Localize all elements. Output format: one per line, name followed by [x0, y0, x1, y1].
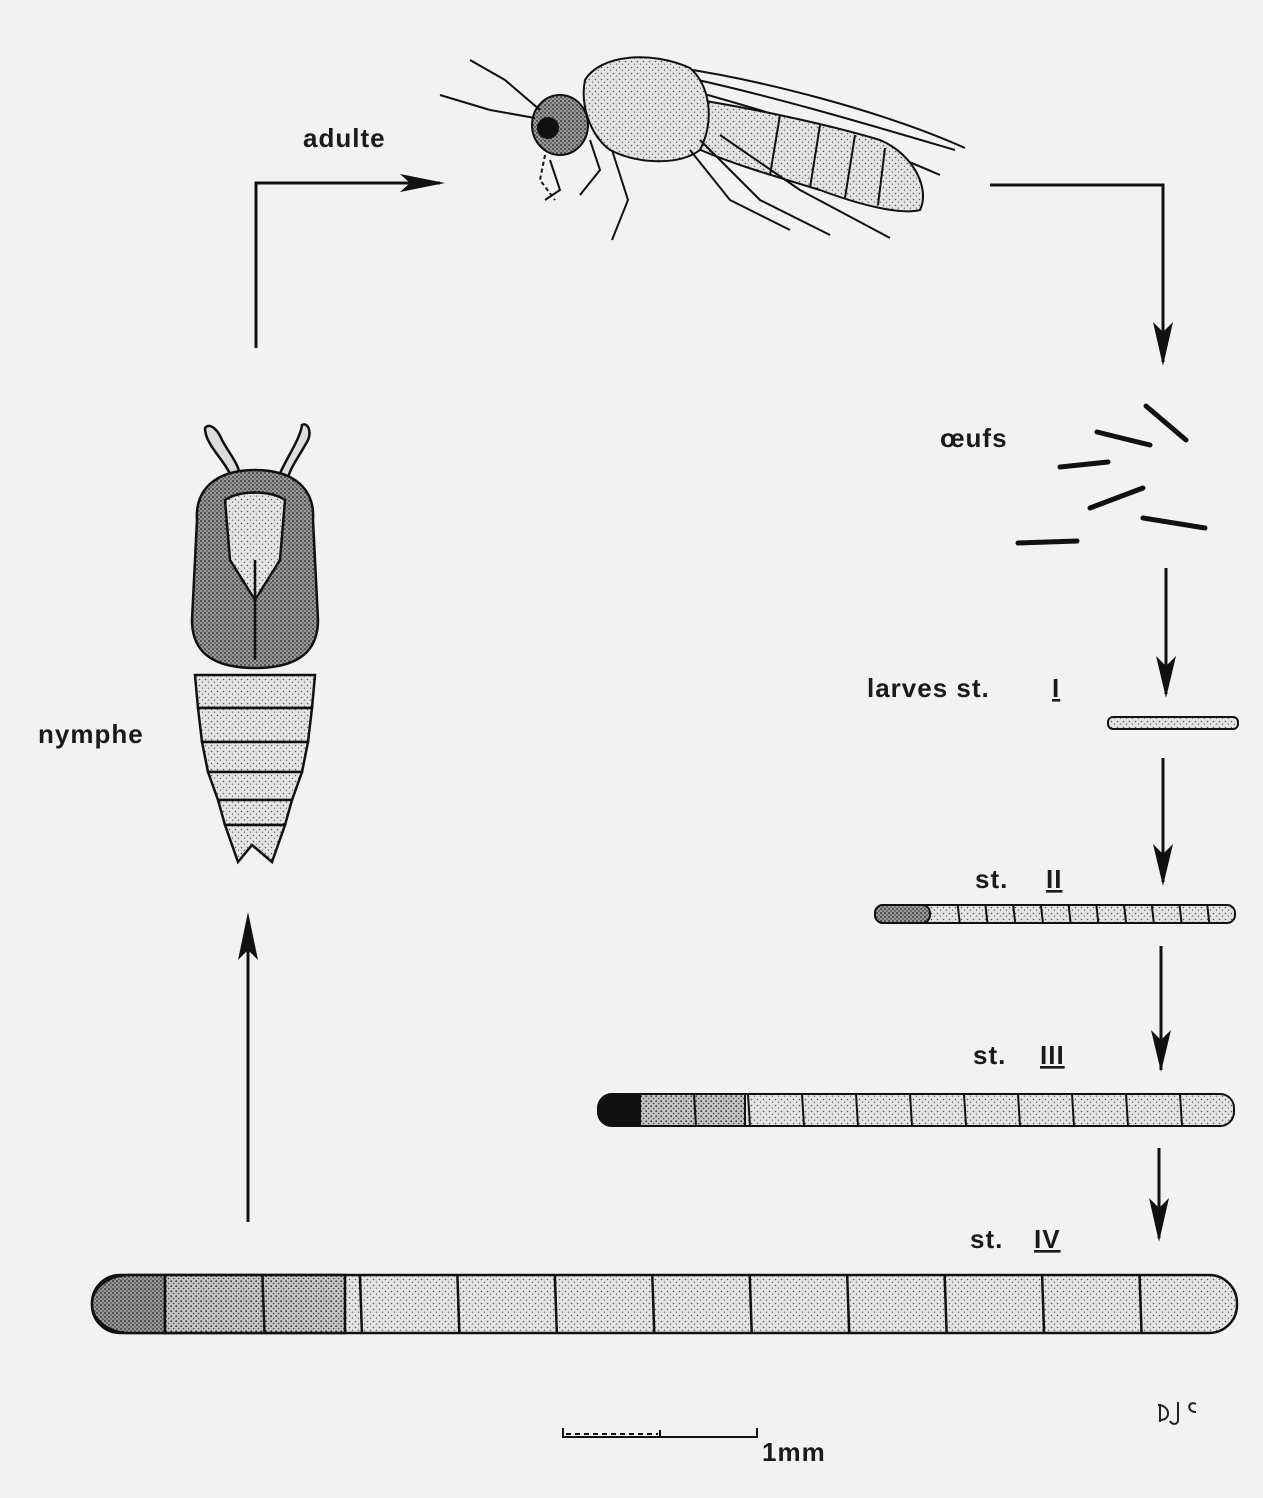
eggs-illustration: [1018, 406, 1205, 543]
adult-midge-illustration: [440, 57, 965, 240]
label-pupa: nymphe: [38, 719, 144, 749]
label-larva-1-prefix: larves st.: [867, 673, 990, 703]
arrow-adult-to-eggs: [990, 185, 1163, 362]
label-eggs: œufs: [940, 423, 1008, 453]
label-larva-3-prefix: st.: [973, 1040, 1006, 1070]
label-larva-4-prefix: st.: [970, 1224, 1003, 1254]
label-larva-3-stage: III: [1040, 1040, 1065, 1070]
label-adult: adulte: [303, 123, 386, 153]
artist-signature: [1158, 1402, 1196, 1424]
larva-stage-1-illustration: [1108, 717, 1238, 729]
labels: adulte œufs larves st. I st. II st. III …: [38, 123, 1065, 1254]
label-larva-2-prefix: st.: [975, 864, 1008, 894]
label-larva-2-stage: II: [1046, 864, 1062, 894]
larva-stage-3-illustration: [598, 1094, 1234, 1126]
label-larva-4-stage: IV: [1034, 1224, 1061, 1254]
label-larva-1-stage: I: [1052, 673, 1060, 703]
cycle-arrows: [238, 174, 1176, 1242]
larva-stage-4-illustration: [92, 1275, 1237, 1333]
arrow-pupa-to-adult: [256, 183, 440, 348]
scale-bar: [563, 1428, 757, 1437]
pupa-illustration: [192, 424, 318, 862]
scale-bar-label: 1mm: [762, 1437, 826, 1467]
larva-stage-2-illustration: [875, 905, 1235, 923]
